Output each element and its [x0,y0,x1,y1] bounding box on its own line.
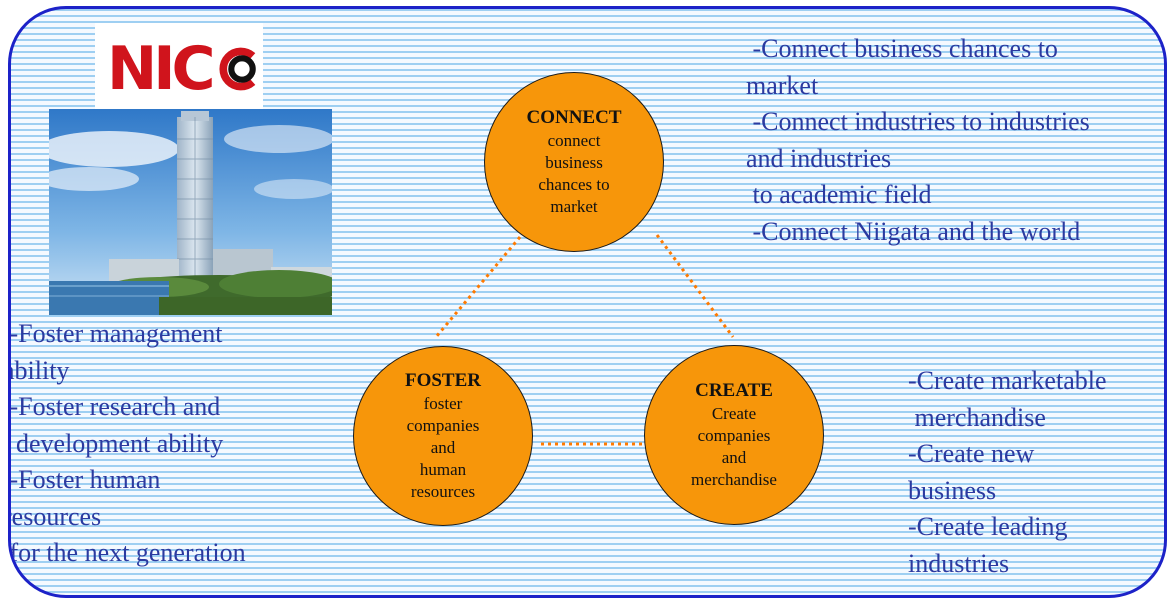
create-title: CREATE [695,380,773,401]
relation-links [434,234,735,446]
create-points: -Create marketable merchandise -Create n… [908,366,1107,578]
connect-title: CONNECT [526,107,622,128]
foster-points: -Foster management ability -Foster resea… [8,319,246,567]
connect-points: -Connect business chances to market -Con… [746,34,1090,246]
connect-node: CONNECT connect business chances to mark… [484,72,664,252]
connect-desc: connect business chances to market [538,131,610,216]
foster-desc: foster companies and human resources [406,394,480,501]
link-connect-foster [434,236,522,338]
nico-logo: NIC [95,23,263,115]
foster-node: FOSTER foster companies and human resour… [353,346,533,526]
create-node: CREATE Create companies and merchandise [644,345,824,525]
link-connect-create [655,234,735,338]
logo-mark [219,47,256,91]
logo-text: NIC [107,34,216,104]
building-photo [49,109,332,315]
diagram-panel: NIC [8,6,1167,598]
create-desc: Create companies and merchandise [691,404,777,489]
foster-title: FOSTER [404,370,482,391]
